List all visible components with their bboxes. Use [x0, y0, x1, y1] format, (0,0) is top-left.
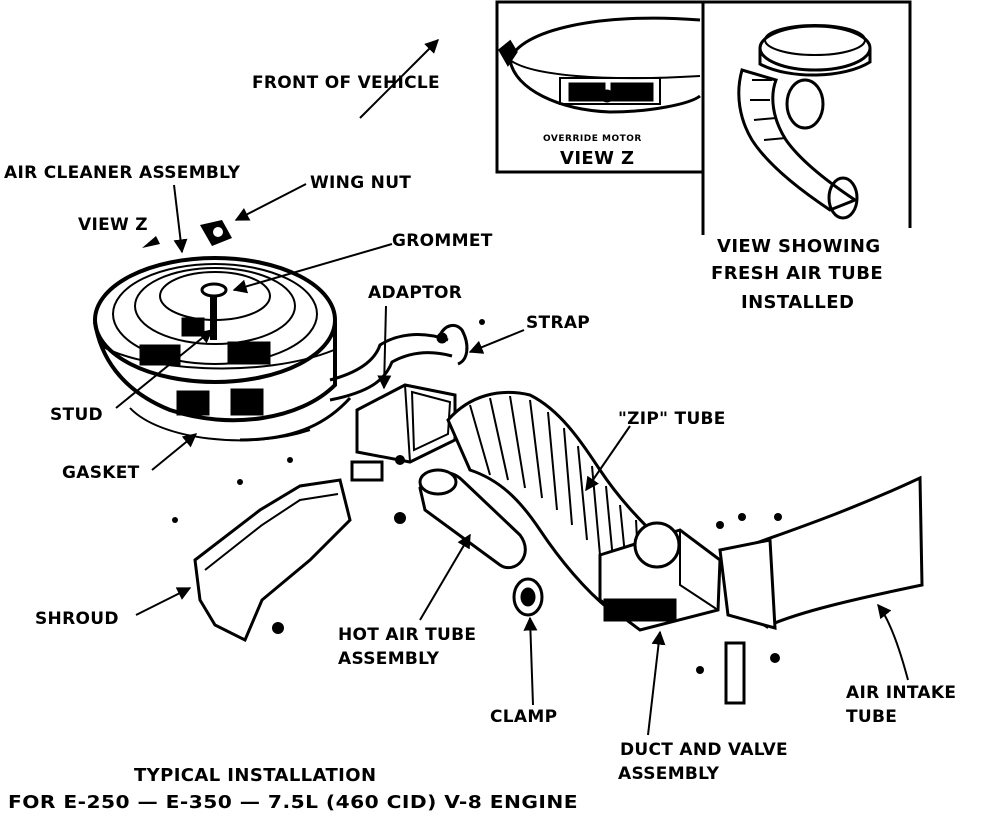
gasket-label: GASKET [62, 463, 140, 483]
footer-caption-line1: TYPICAL INSTALLATION [134, 765, 376, 786]
shroud [193, 460, 384, 643]
inset-view-z: OVERRIDE MOTOR VIEW Z [495, 0, 705, 174]
inset-fresh-air-tube: VIEW SHOWING FRESH AIR TUBE INSTALLED [701, 0, 912, 313]
air-cleaner-assembly-label: AIR CLEANER ASSEMBLY [4, 163, 241, 183]
fresh-air-line2: FRESH AIR TUBE [711, 263, 883, 284]
fresh-air-line3: INSTALLED [741, 292, 854, 313]
clamp [512, 577, 544, 617]
snorkel-tube [239, 333, 453, 442]
adaptor-label: ADAPTOR [368, 283, 462, 303]
air-intake-label-line1: AIR INTAKE [846, 683, 956, 703]
shroud-label: SHROUD [35, 609, 119, 629]
adaptor [355, 383, 457, 464]
stud [210, 296, 217, 340]
override-motor-caption: OVERRIDE MOTOR [543, 134, 642, 144]
view-z-label: VIEW Z [78, 215, 148, 235]
stud-label: STUD [50, 405, 103, 425]
front-of-vehicle-label: FRONT OF VEHICLE [252, 73, 440, 93]
footer-caption-line2: FOR E-250 — E-350 — 7.5L (460 CID) V-8 E… [8, 792, 578, 813]
grommet [200, 282, 228, 298]
air-intake-tube [718, 475, 924, 631]
duct-and-valve-assembly [598, 521, 722, 632]
fresh-air-tube-closeup [737, 24, 872, 220]
hot-air-tube-assembly [418, 468, 527, 570]
strap-label: STRAP [526, 313, 590, 333]
grommet-label: GROMMET [392, 231, 493, 251]
clamp-label: CLAMP [490, 707, 557, 727]
duct-valve-label-line2: ASSEMBLY [618, 764, 720, 784]
duct-valve-label-line1: DUCT AND VALVE [620, 740, 788, 760]
view-z-arrow [142, 236, 160, 248]
strap [436, 323, 469, 366]
fasteners [172, 319, 782, 705]
fresh-air-line1: VIEW SHOWING [717, 236, 881, 257]
hot-air-tube-label-line1: HOT AIR TUBE [338, 625, 476, 645]
view-z-inset-caption: VIEW Z [560, 148, 635, 169]
air-cleaner-closeup [498, 16, 701, 114]
leader-lines [115, 183, 909, 736]
air-intake-label-line2: TUBE [846, 707, 897, 727]
hot-air-tube-label-line2: ASSEMBLY [338, 649, 440, 669]
zip-tube-label: "ZIP" TUBE [618, 409, 726, 429]
wing-nut [200, 220, 232, 246]
front-of-vehicle-indicator: FRONT OF VEHICLE [252, 39, 440, 119]
wing-nut-label: WING NUT [310, 173, 411, 193]
